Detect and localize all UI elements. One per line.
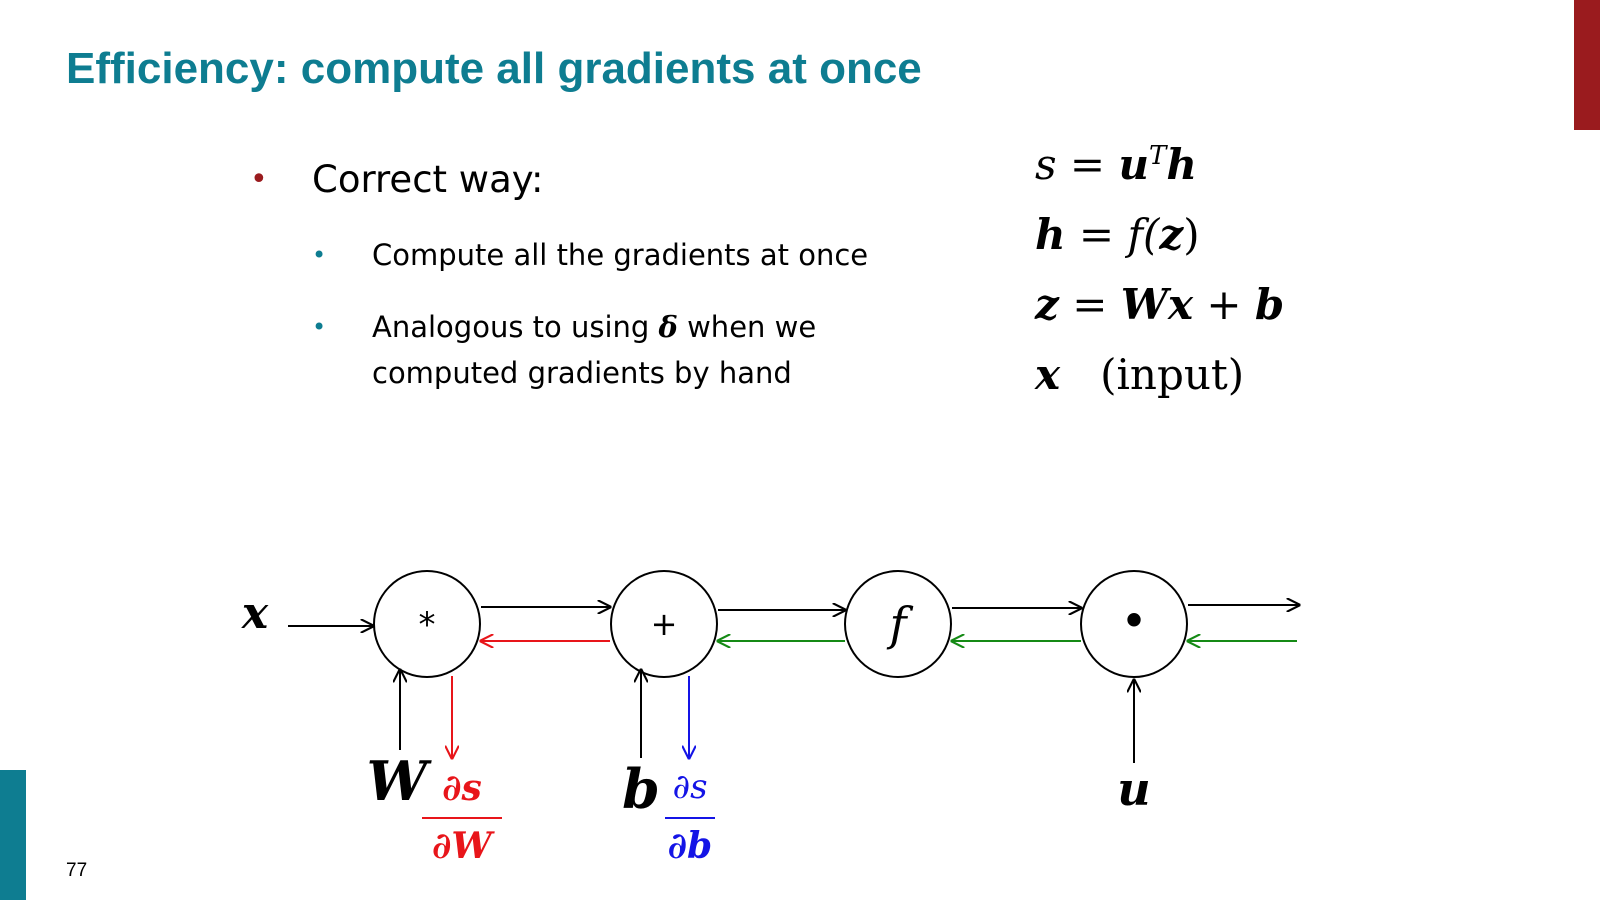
- grad-b-numerator: ∂s: [672, 767, 707, 807]
- multiply-node-label: *: [419, 605, 436, 645]
- grad-w-denominator: ∂W: [432, 825, 495, 867]
- bottom-left-accent-bar: [0, 770, 26, 900]
- delta-symbol: δ: [658, 310, 678, 344]
- equation-s: s = uTh: [1035, 140, 1197, 189]
- bullet-text: Correct way:: [312, 158, 544, 201]
- bullet-dot: •: [250, 162, 268, 197]
- f-node: [844, 570, 952, 678]
- equation-x: x (input): [1035, 350, 1245, 399]
- bias-b-label: b: [622, 757, 660, 821]
- multiply-node: [373, 570, 481, 678]
- grad-b-denominator: ∂b: [668, 825, 712, 867]
- add-node: [610, 570, 718, 678]
- equation-z: z = Wx + b: [1035, 280, 1285, 329]
- top-right-accent-bar: [1574, 0, 1600, 130]
- equation-h: h = f(z): [1035, 210, 1200, 259]
- grad-w-numerator: ∂s: [442, 767, 482, 809]
- input-x-label: x: [241, 588, 269, 639]
- weight-w-label: W: [367, 749, 433, 813]
- sub-bullet-dot: •: [312, 241, 327, 269]
- dot-product-node: [1080, 570, 1188, 678]
- slide-title: Efficiency: compute all gradients at onc…: [66, 44, 922, 93]
- u-label: u: [1117, 762, 1150, 816]
- sub-bullet-dot: •: [312, 313, 327, 341]
- page-number: 77: [66, 860, 88, 881]
- dot-product-node-label: •: [1122, 599, 1146, 643]
- add-node-label: +: [651, 605, 678, 643]
- sub-bullet-text: Compute all the gradients at once: [372, 238, 869, 272]
